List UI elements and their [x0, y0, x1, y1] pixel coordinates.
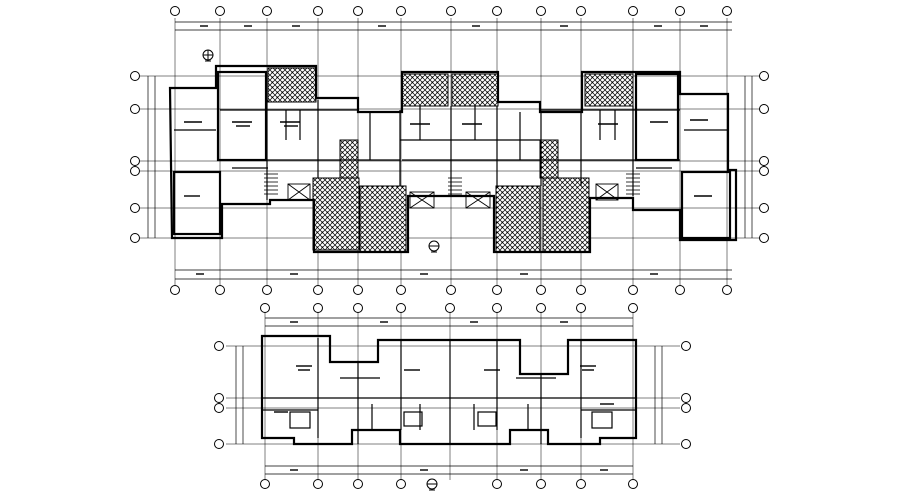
upper-shafts [287, 183, 619, 209]
lower-grid-lines [226, 312, 680, 480]
lower-plan [214, 303, 691, 491]
lower-interior-walls [262, 338, 636, 444]
lower-grid-bubbles [214, 303, 691, 489]
upper-grid-bubbles [130, 6, 769, 295]
upper-interior-walls [174, 100, 728, 200]
section-marker-icon [428, 240, 440, 253]
upper-stairs [264, 173, 640, 195]
lower-annotations [274, 321, 614, 471]
upper-plan [130, 6, 769, 295]
lower-walls [260, 334, 638, 446]
upper-dimension-lines [147, 21, 753, 280]
lower-section-marker-icon [426, 478, 438, 491]
upper-grid-lines [140, 18, 760, 285]
upper-hatched-areas [267, 67, 634, 253]
upper-annotations [184, 25, 712, 275]
lower-dimension-lines [235, 317, 663, 475]
north-arrow-icon [202, 49, 214, 62]
